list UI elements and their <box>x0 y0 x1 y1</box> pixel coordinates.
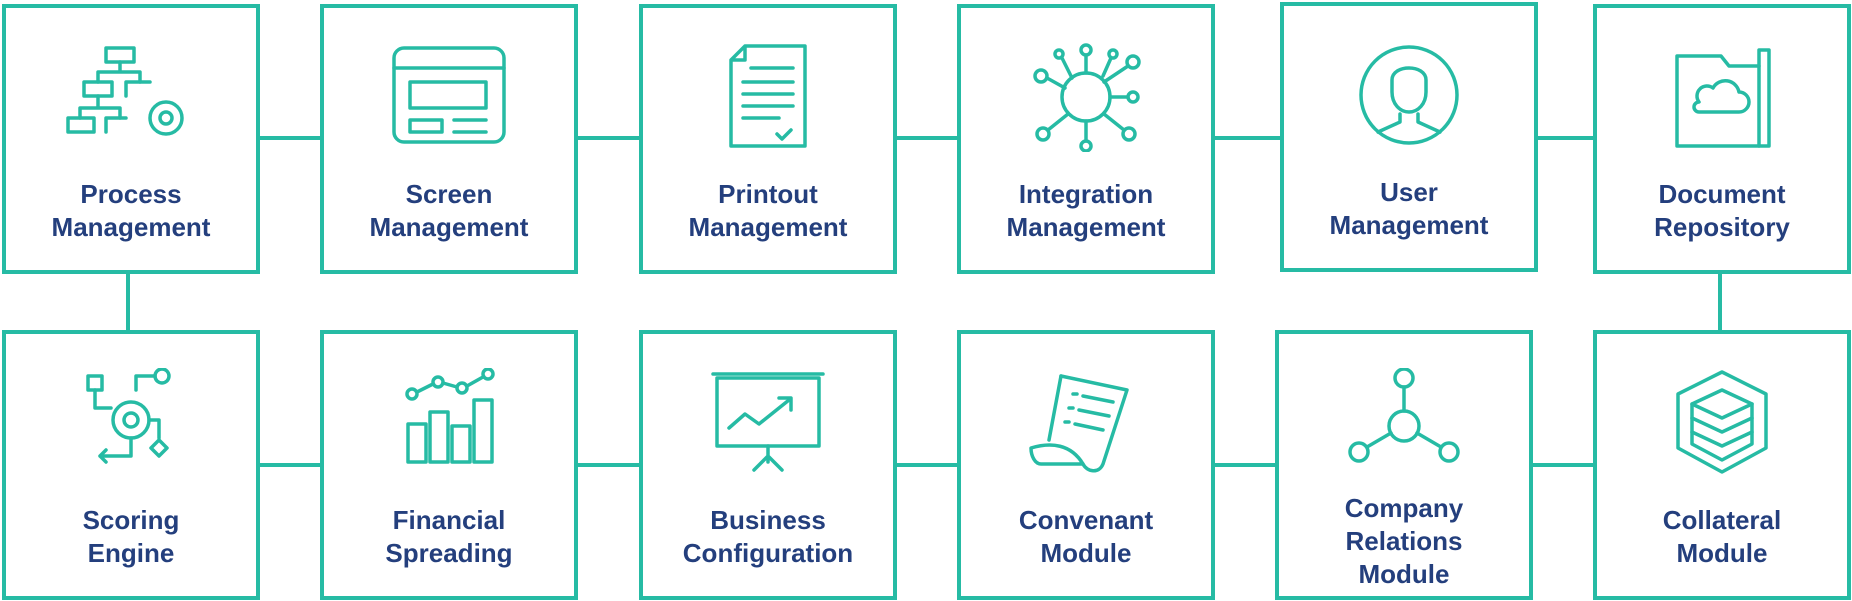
network-hub-icon <box>1021 42 1151 153</box>
connector <box>1212 136 1282 140</box>
connector <box>576 463 640 467</box>
cloud-folder-icon <box>1657 42 1787 152</box>
process-flow-gear-icon <box>66 42 196 152</box>
user-avatar-icon <box>1344 40 1474 150</box>
gear-flow-icon <box>66 367 196 478</box>
bar-line-chart-icon <box>384 367 514 478</box>
connector <box>126 272 130 332</box>
connector <box>894 463 958 467</box>
connector <box>894 136 958 140</box>
connector <box>1536 136 1594 140</box>
stacked-cube-icon <box>1657 368 1787 478</box>
presentation-board-icon <box>703 368 833 478</box>
connector <box>1718 272 1722 332</box>
connector <box>1530 463 1594 467</box>
connector <box>576 136 640 140</box>
connector <box>258 463 322 467</box>
connector <box>1212 463 1276 467</box>
document-check-icon <box>703 42 833 152</box>
relations-nodes-icon <box>1339 367 1469 478</box>
scroll-list-icon <box>1021 368 1151 478</box>
browser-window-icon <box>384 42 514 152</box>
connector <box>258 136 322 140</box>
